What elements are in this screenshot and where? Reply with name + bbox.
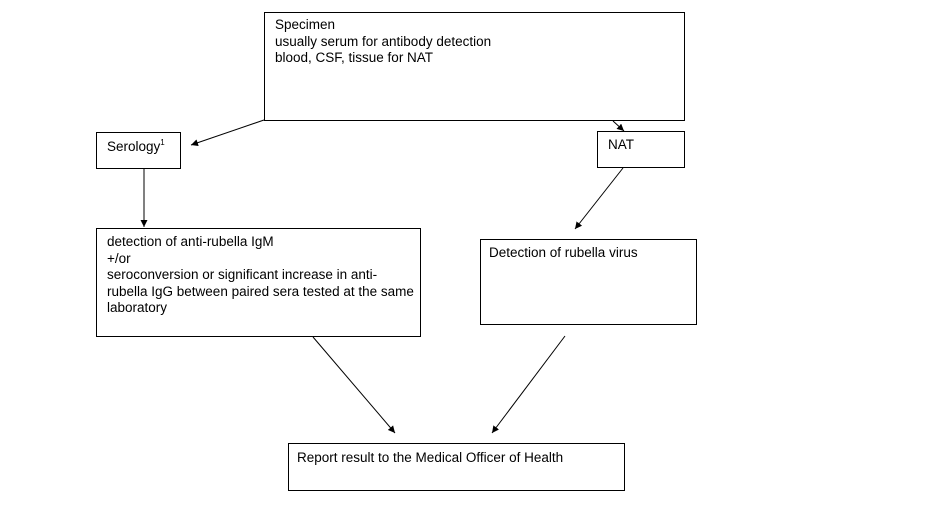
report-box: Report result to the Medical Officer of … (288, 443, 625, 491)
serology-label-line: Serology1 (107, 139, 180, 156)
serology-footnote-mark: 1 (160, 138, 165, 147)
serology-detail-box: detection of anti-rubella IgM +/or seroc… (96, 228, 421, 337)
specimen-title: Specimen (275, 17, 336, 32)
arrow-specimen-to-nat (612, 120, 625, 132)
serology-box: Serology1 (96, 132, 181, 169)
arrow-detail-to-report (312, 336, 396, 434)
nat-label: NAT (608, 137, 634, 152)
specimen-line-nat: blood, CSF, tissue for NAT (275, 50, 434, 65)
rubella-detection-box: Detection of rubella virus (480, 239, 697, 325)
serology-label: Serology (107, 139, 161, 154)
arrow-nat-to-detection (574, 167, 624, 230)
nat-box: NAT (597, 131, 685, 168)
rubella-detection-label: Detection of rubella virus (489, 245, 638, 260)
specimen-line-antibody: usually serum for antibody detection (275, 33, 492, 49)
arrow-specimen-to-serology (190, 119, 265, 147)
serology-detail-igm: detection of anti-rubella IgM (107, 234, 274, 249)
specimen-box: Specimen usually serum for antibody dete… (264, 12, 685, 121)
serology-detail-andor: +/or (107, 250, 131, 266)
arrow-detection-to-report (491, 335, 566, 434)
report-label: Report result to the Medical Officer of … (297, 450, 564, 465)
serology-detail-seroconversion: seroconversion or significant increase i… (107, 267, 414, 315)
